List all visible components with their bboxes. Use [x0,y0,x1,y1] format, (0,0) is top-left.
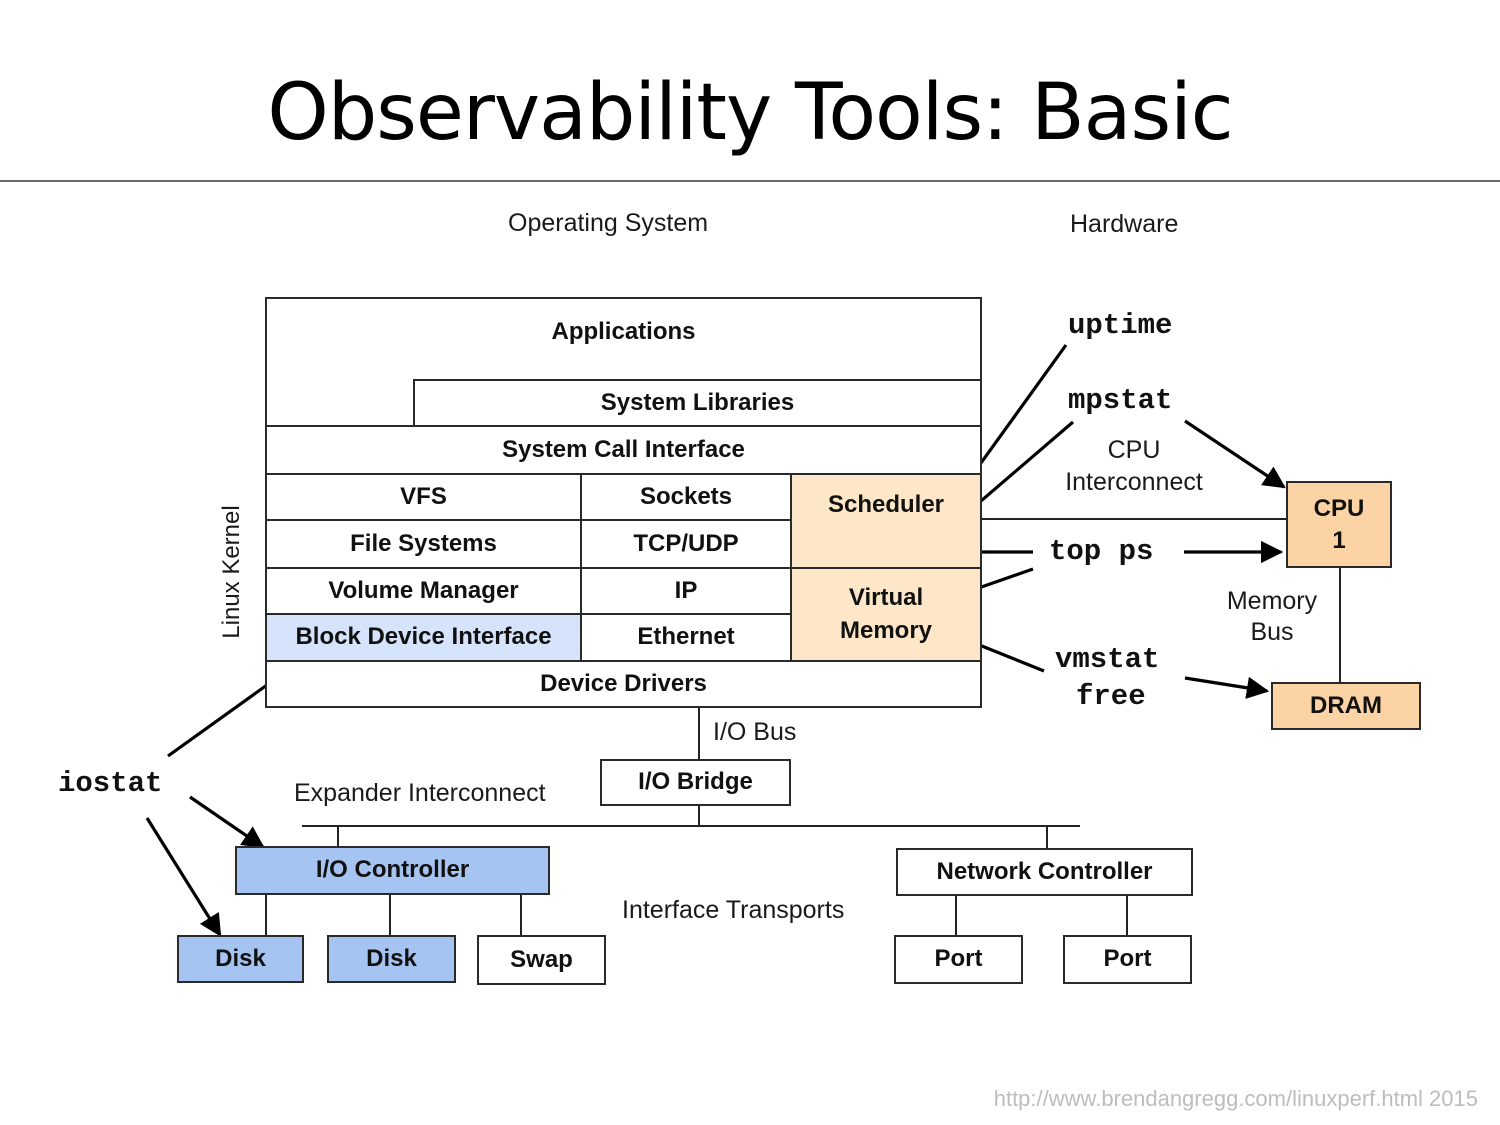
memory-bus-line1: Memory [1226,587,1318,615]
port-1-label: Port [934,945,983,973]
scheduler-label: Scheduler [827,491,945,518]
volume-manager-box: Volume Manager [265,567,582,615]
sockets-label: Sockets [639,482,733,510]
disk-2-label: Disk [366,944,417,972]
vfs-label: VFS [400,482,447,510]
cpu-box: CPU 1 [1286,481,1392,568]
device-drivers-box: Device Drivers [265,660,982,708]
system-call-interface-box: System Call Interface [265,425,982,475]
system-call-interface-label: System Call Interface [502,435,745,463]
tool-free: free [1076,680,1146,713]
network-controller-label: Network Controller [936,857,1153,885]
virtual-memory-label: Virtual Memory [839,584,933,644]
slide-title: Observability Tools: Basic [267,68,1233,158]
source-footer: http://www.brendangregg.com/linuxperf.ht… [993,1086,1478,1111]
ethernet-label: Ethernet [637,623,735,651]
cpu-number: 1 [1332,526,1346,554]
vfs-box: VFS [265,473,582,521]
title-divider [0,180,1500,182]
cpu-interconnect-line1: CPU [1107,436,1161,464]
tool-top-ps: top ps [1049,535,1154,568]
io-bus-label: I/O Bus [713,718,797,746]
block-device-interface-box: Block Device Interface [265,613,582,662]
io-bridge-box: I/O Bridge [600,759,791,806]
port-2-label: Port [1103,945,1152,973]
tcp-udp-box: TCP/UDP [580,519,792,569]
tool-mpstat: mpstat [1068,384,1173,417]
io-controller-box: I/O Controller [235,846,550,895]
applications-label: Applications [551,318,696,345]
device-drivers-label: Device Drivers [540,669,707,697]
virtual-memory-box: Virtual Memory [790,567,982,662]
ip-box: IP [580,567,792,615]
tool-vmstat: vmstat [1055,643,1160,676]
iostat-disk-arrow [145,817,222,937]
dram-label: DRAM [1310,691,1382,719]
swap-box: Swap [477,935,606,985]
iostat-ioc-arrow [189,795,265,849]
cpu-interconnect-label: CPU Interconnect [1058,434,1210,498]
file-systems-box: File Systems [265,519,582,569]
cpu-label: CPU [1313,494,1365,522]
volume-manager-label: Volume Manager [328,576,519,604]
block-device-interface-label: Block Device Interface [295,623,552,651]
ip-label: IP [674,576,698,604]
system-libraries-label: System Libraries [600,388,795,416]
io-bridge-label: I/O Bridge [638,768,753,796]
vmstat-dram-arrow [1184,676,1270,699]
dram-box: DRAM [1271,682,1421,730]
tool-uptime: uptime [1068,309,1173,342]
tcp-udp-label: TCP/UDP [633,529,739,557]
interface-transports-label: Interface Transports [622,896,845,924]
linux-kernel-label: Linux Kernel [218,505,245,639]
io-controller-label: I/O Controller [315,856,470,884]
cpu-interconnect-line2: Interconnect [1065,468,1203,496]
port-1-box: Port [894,935,1023,984]
disk-2-box: Disk [327,935,456,983]
disk-1-label: Disk [215,944,266,972]
expander-interconnect-label: Expander Interconnect [294,779,546,807]
network-controller-box: Network Controller [896,848,1193,896]
ethernet-box: Ethernet [580,613,792,662]
tool-iostat: iostat [58,767,163,800]
swap-label: Swap [510,945,573,973]
memory-bus-line2: Bus [1250,618,1294,646]
memory-bus-label: Memory Bus [1212,586,1332,648]
hardware-label: Hardware [1070,210,1179,238]
port-2-box: Port [1063,935,1192,984]
system-libraries-box: System Libraries [413,379,982,427]
disk-1-box: Disk [177,935,304,983]
scheduler-box: Scheduler [790,473,982,569]
operating-system-label: Operating System [508,209,709,237]
file-systems-label: File Systems [350,529,497,557]
sockets-box: Sockets [580,473,792,521]
